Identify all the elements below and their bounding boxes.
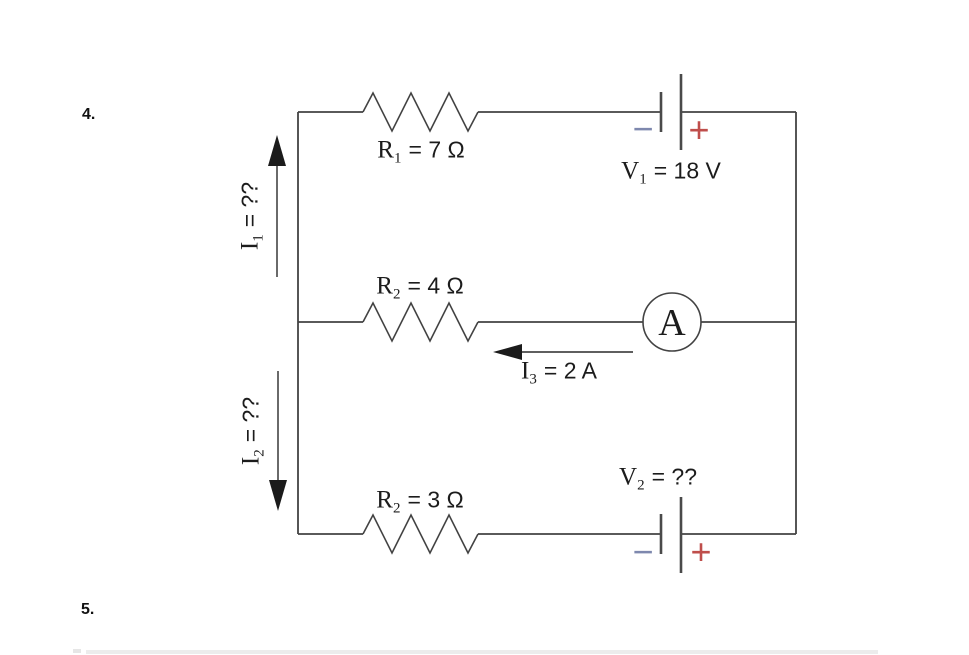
label-r2-mid: R2 = 4 Ω bbox=[376, 272, 464, 303]
v2-minus-sign: − bbox=[632, 531, 654, 572]
resistor-r2-bottom-symbol bbox=[362, 513, 479, 555]
r2-mid-symbol-text: R bbox=[376, 272, 393, 300]
v2-subscript: 2 bbox=[637, 477, 645, 494]
resistor-r1-symbol bbox=[362, 91, 479, 133]
i2-value: = ?? bbox=[237, 396, 264, 443]
i3-value: = 2 A bbox=[543, 357, 597, 384]
label-r2-bottom: R2 = 3 Ω bbox=[376, 486, 464, 517]
r2-bottom-symbol-text: R bbox=[376, 486, 393, 514]
page-divider bbox=[86, 650, 878, 654]
r2-bottom-value: = 3 Ω bbox=[407, 486, 464, 513]
i3-symbol-text: I bbox=[521, 357, 530, 385]
i3-subscript: 3 bbox=[529, 371, 537, 388]
question-5-number: 5. bbox=[81, 601, 95, 618]
i1-symbol-text: I bbox=[236, 241, 264, 251]
question-4-number: 4. bbox=[82, 106, 96, 123]
battery-v1-symbol bbox=[659, 74, 683, 150]
battery-v2-symbol bbox=[659, 497, 683, 573]
v1-minus-sign: − bbox=[632, 108, 654, 149]
i1-subscript: 1 bbox=[250, 234, 267, 242]
r2-mid-subscript: 2 bbox=[392, 286, 401, 303]
r1-subscript: 1 bbox=[393, 150, 402, 167]
label-v1: V1 = 18 V bbox=[621, 157, 721, 188]
ammeter-symbol bbox=[642, 292, 702, 352]
v1-subscript: 1 bbox=[639, 171, 647, 188]
r1-value: = 7 Ω bbox=[408, 136, 465, 163]
v2-symbol-text: V bbox=[619, 463, 638, 491]
v2-value: = ?? bbox=[651, 463, 697, 490]
label-v2: V2 = ?? bbox=[619, 463, 697, 494]
v2-plus-sign: + bbox=[690, 531, 712, 572]
circuit-wires bbox=[297, 111, 797, 535]
i2-symbol-text: I bbox=[237, 456, 265, 466]
label-r1: R1 = 7 Ω bbox=[377, 136, 465, 167]
i1-value: = ?? bbox=[236, 181, 263, 228]
current-arrow-i3 bbox=[493, 344, 633, 360]
label-i1: I1 = ?? bbox=[236, 181, 267, 251]
r1-symbol-text: R bbox=[377, 136, 394, 164]
v1-plus-sign: + bbox=[688, 109, 710, 150]
i2-subscript: 2 bbox=[251, 449, 268, 457]
v1-value: = 18 V bbox=[653, 157, 721, 184]
ammeter-letter: A bbox=[658, 302, 686, 344]
r2-mid-value: = 4 Ω bbox=[407, 272, 464, 299]
resistor-r2-mid-symbol bbox=[362, 301, 479, 343]
label-i2: I2 = ?? bbox=[237, 396, 268, 466]
label-i3: I3 = 2 A bbox=[521, 357, 597, 388]
current-arrow-i1 bbox=[268, 135, 286, 277]
page-divider-dash bbox=[73, 649, 81, 653]
current-arrow-i2 bbox=[269, 371, 287, 511]
v1-symbol-text: V bbox=[621, 157, 640, 185]
r2-bottom-subscript: 2 bbox=[392, 500, 401, 517]
